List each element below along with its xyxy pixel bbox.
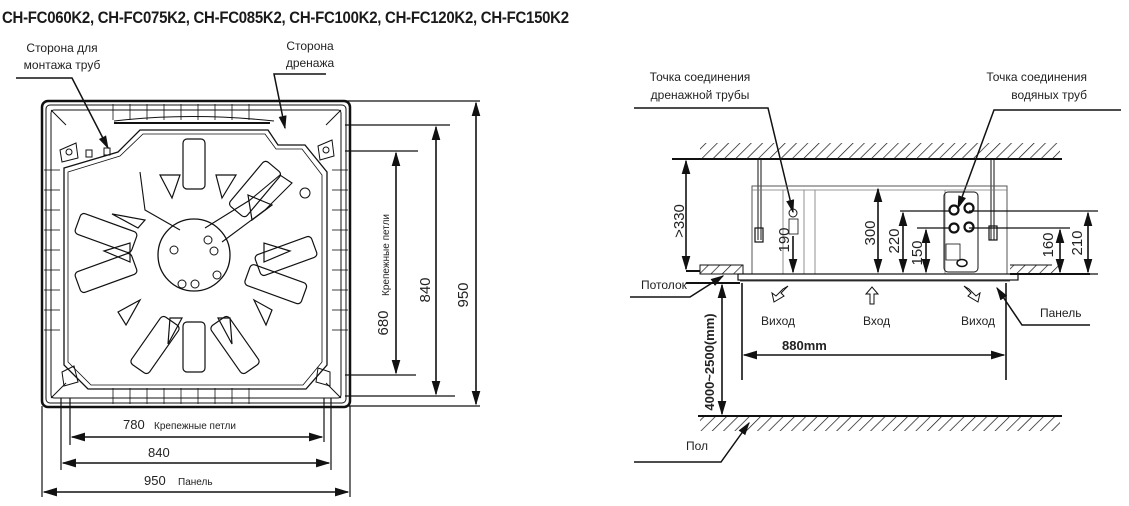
inlet-label: Вход (863, 314, 890, 328)
floor-label: Пол (686, 439, 708, 453)
drain-connection-label-2: дренажной трубы (651, 88, 750, 102)
side-view (630, 107, 1121, 463)
dim-clearance: >330 (671, 204, 688, 238)
dim-190: 190 (776, 227, 793, 252)
water-connection-label: Точка соединения (986, 70, 1087, 84)
dim-width-880: 880mm (782, 338, 827, 353)
ceiling-label: Потолок (641, 278, 688, 292)
drain-side-label-2: дренажа (286, 56, 335, 70)
drain-connection-label: Точка соединения (650, 70, 751, 84)
top-view-horizontal-dimensions (41, 398, 351, 497)
dim-840-horizontal: 840 (148, 445, 170, 460)
dim-210: 210 (1069, 230, 1086, 255)
panel-label: Панель (1040, 306, 1081, 320)
model-list-title: CH-FC060K2, CH-FC075K2, CH-FC085K2, CH-F… (2, 8, 569, 27)
dim-160: 160 (1040, 232, 1057, 257)
top-view: Сторона для монтажа труб Сторона дренажа (16, 39, 352, 409)
pipe-side-label: Сторона для (26, 41, 97, 55)
dim-220: 220 (886, 228, 903, 253)
dim-840-vertical: 840 (417, 277, 434, 302)
dim-780: 780 (123, 417, 145, 432)
water-connection-label-2: водяных труб (1011, 88, 1087, 102)
dim-680: 680 (375, 310, 392, 335)
panel-label-bottom: Панель (178, 477, 213, 488)
drain-side-label: Сторона (286, 39, 334, 53)
dim-950-horizontal: 950 (144, 473, 166, 488)
outlet-left-label: Виход (761, 314, 795, 328)
top-view-vertical-dimensions (345, 100, 481, 407)
dim-150: 150 (909, 240, 926, 265)
hook-label-horizontal: Крепежные петли (154, 421, 236, 432)
dim-install-height: 4000~2500(mm) (702, 313, 717, 410)
dim-950-vertical: 950 (455, 282, 472, 307)
hook-label-vertical: Крепежные петли (381, 214, 392, 296)
outlet-right-label: Виход (961, 314, 995, 328)
pipe-side-label-2: монтажа труб (24, 58, 101, 72)
dim-300: 300 (862, 220, 879, 245)
